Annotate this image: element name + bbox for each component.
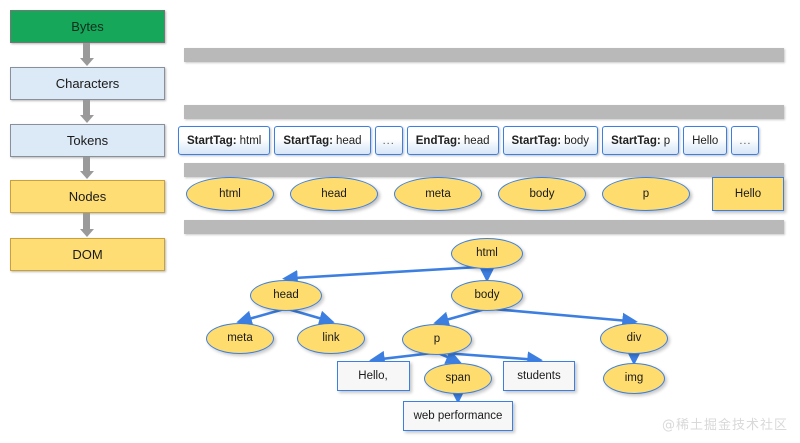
token-chip: EndTag:head <box>406 126 499 155</box>
token-chip: ... <box>374 126 403 155</box>
token-chip: Hello <box>683 126 728 155</box>
token-chip: StartTag:body <box>502 126 599 155</box>
dom-node-label: web performance <box>413 410 503 422</box>
pipeline-stage-nodes: Nodes <box>10 180 165 213</box>
pipeline-stage-label: DOM <box>72 247 103 262</box>
dom-node-text2: students <box>503 361 575 391</box>
pipeline-arrow-down-icon <box>83 100 90 116</box>
node-shape-meta: meta <box>394 177 482 211</box>
token-prefix: EndTag: <box>415 134 461 147</box>
pipeline-stage-dom: DOM <box>10 238 165 271</box>
node-shape-head: head <box>290 177 378 211</box>
dom-node-img: img <box>603 362 665 394</box>
token-value: head <box>463 134 490 147</box>
dom-node-label: meta <box>227 332 253 344</box>
node-label: p <box>642 188 650 200</box>
node-label: html <box>219 188 241 200</box>
dom-node-label: html <box>476 247 498 259</box>
dom-edge <box>433 307 488 327</box>
dom-node-head: head <box>250 279 322 311</box>
dom-edge <box>282 265 488 286</box>
dom-node-text3: web performance <box>403 401 513 431</box>
pipeline-arrow-down-icon <box>83 213 90 230</box>
gray-bar <box>184 163 784 177</box>
gray-bar <box>184 48 784 62</box>
token-value: ... <box>382 134 395 147</box>
node-shape-body: body <box>498 177 586 211</box>
node-label: Hello <box>734 188 762 200</box>
token-value: body <box>564 134 590 147</box>
dom-node-meta: meta <box>206 322 274 354</box>
dom-node-link: link <box>297 322 365 354</box>
pipeline-stage-tokens: Tokens <box>10 124 165 157</box>
token-prefix: StartTag: <box>611 134 661 147</box>
dom-node-html: html <box>451 237 523 269</box>
node-label: body <box>529 188 555 200</box>
token-chip: ... <box>731 126 760 155</box>
token-prefix: StartTag: <box>283 134 333 147</box>
node-shape-p: p <box>602 177 690 211</box>
dom-edge <box>436 351 543 367</box>
token-value: head <box>335 134 362 147</box>
dom-node-body: body <box>451 279 523 311</box>
node-label: head <box>321 188 347 200</box>
token-prefix: StartTag: <box>187 134 237 147</box>
gray-bar <box>184 220 784 234</box>
pipeline-stage-label: Characters <box>55 76 120 91</box>
token-chip: StartTag:html <box>178 126 271 155</box>
node-shape-html: html <box>186 177 274 211</box>
node-label: meta <box>425 188 451 200</box>
dom-node-label: link <box>322 332 340 344</box>
dom-node-label: head <box>273 289 299 301</box>
dom-node-label: Hello, <box>358 370 388 382</box>
pipeline-stage-bytes: Bytes <box>10 10 165 43</box>
dom-node-label: p <box>433 333 441 345</box>
dom-node-span: span <box>424 362 492 394</box>
dom-node-label: div <box>626 332 642 344</box>
watermark-text: @稀土掘金技术社区 <box>661 418 788 433</box>
dom-edge <box>486 307 638 329</box>
pipeline-stage-label: Nodes <box>68 189 107 204</box>
node-shape-hello: Hello <box>712 177 784 211</box>
dom-node-label: students <box>517 370 561 382</box>
dom-node-label: body <box>474 289 500 301</box>
dom-node-p: p <box>402 323 472 355</box>
token-value: p <box>663 134 671 147</box>
token-value: html <box>239 134 262 147</box>
dom-node-text1: Hello, <box>336 361 410 391</box>
token-value: ... <box>739 134 752 147</box>
gray-bar <box>184 105 784 119</box>
pipeline-stage-label: Tokens <box>66 133 109 148</box>
dom-node-label: img <box>624 372 644 384</box>
dom-node-label: span <box>445 372 471 384</box>
pipeline-stage-characters: Characters <box>10 67 165 100</box>
token-value: Hello <box>692 134 719 147</box>
node-stream-row: html head meta body p Hello <box>186 177 786 211</box>
token-chip: StartTag:p <box>602 126 680 155</box>
token-chip: StartTag:head <box>274 126 371 155</box>
token-prefix: StartTag: <box>511 134 562 147</box>
pipeline-arrow-down-icon <box>83 43 90 59</box>
pipeline-arrow-down-icon <box>83 157 90 172</box>
pipeline-stage-label: Bytes <box>71 19 104 34</box>
dom-node-div: div <box>600 322 668 354</box>
